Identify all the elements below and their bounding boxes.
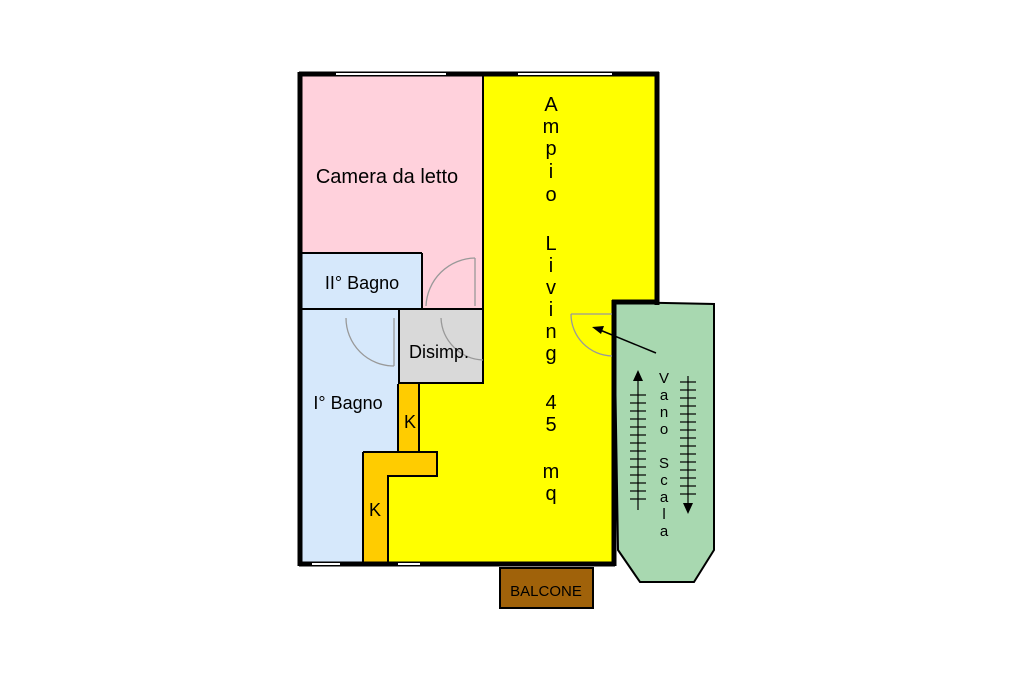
- balcony-area: [499, 567, 594, 609]
- living-label: A m p i o L i v i n g 4 5 m q: [543, 94, 560, 505]
- living-char: L: [545, 233, 556, 255]
- stairwell-area: [612, 300, 715, 583]
- kitchen-lower-label: K: [369, 500, 381, 520]
- stair-char: l: [662, 506, 665, 523]
- stair-char: n: [660, 404, 668, 421]
- stair-char: o: [660, 421, 668, 438]
- living-char: q: [545, 483, 556, 505]
- interior-walls: [301, 75, 484, 564]
- stair-char: a: [660, 387, 669, 404]
- living-char: g: [545, 343, 556, 365]
- kitchen-upper-label: K: [404, 412, 416, 432]
- living-char: p: [545, 138, 556, 160]
- living-char: 5: [545, 414, 556, 436]
- stair-char: V: [659, 370, 669, 387]
- living-char: 4: [545, 392, 556, 414]
- bathroom-1-label: I° Bagno: [313, 393, 382, 413]
- kitchen-upper-area: [398, 384, 419, 452]
- stair-char: c: [660, 472, 668, 489]
- door-swings: [345, 257, 613, 367]
- hallway-label: Disimp.: [409, 342, 469, 362]
- stair-char: S: [659, 455, 669, 472]
- stair-down-arrowhead: [683, 503, 693, 514]
- living-char: m: [543, 116, 560, 138]
- stairwell-label: V a n o S c a l a: [659, 370, 669, 540]
- stair-char: a: [660, 489, 669, 506]
- living-char: m: [543, 461, 560, 483]
- stair-down-arrow: [680, 376, 696, 506]
- living-char: n: [545, 321, 556, 343]
- living-char: i: [549, 255, 553, 277]
- living-char: i: [549, 299, 553, 321]
- living-char: A: [544, 94, 558, 116]
- stair-up-arrowhead: [633, 370, 643, 381]
- bathroom-2-label: II° Bagno: [325, 273, 399, 293]
- kitchen-lower-area: [363, 452, 437, 563]
- bathroom-2-area: [301, 254, 422, 310]
- bedroom-label: Camera da letto: [316, 166, 458, 188]
- stair-char: a: [660, 523, 669, 540]
- balcony-label: BALCONE: [510, 583, 582, 600]
- living-area: [388, 75, 656, 563]
- living-char: i: [549, 161, 553, 183]
- living-char: o: [545, 184, 556, 206]
- living-char: v: [546, 277, 556, 299]
- entrance-arrow: [592, 326, 657, 354]
- windows: [312, 73, 612, 565]
- stair-up-arrow: [630, 378, 646, 510]
